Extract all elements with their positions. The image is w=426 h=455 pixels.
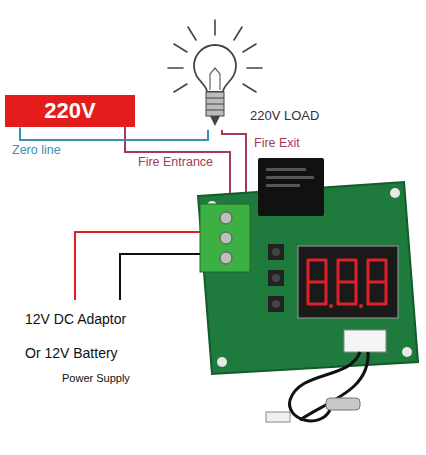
- power-note: 12V DC Adaptor: [25, 311, 126, 327]
- load-bulb: 220V LOAD: [188, 30, 242, 130]
- bulb-base: [206, 92, 224, 116]
- voltage-label: 220V: [44, 98, 95, 124]
- sensor-connector: [344, 330, 386, 352]
- push-buttons: [268, 244, 284, 312]
- power-note: Or 12V Battery: [25, 345, 118, 361]
- base-contact: [210, 116, 220, 126]
- wire-label: Zero line: [12, 143, 61, 157]
- fire-entrance-wire: [125, 125, 230, 206]
- seven-segment-digits: [308, 260, 386, 304]
- filament: [210, 68, 220, 90]
- negative-wire: [120, 254, 200, 300]
- terminal-block: [200, 204, 250, 272]
- sensor-cable: [290, 352, 360, 421]
- decimal-points: [329, 304, 363, 308]
- relay-marking: [266, 168, 314, 187]
- light-rays: [168, 20, 262, 92]
- base-thread: [206, 98, 224, 110]
- zero-line-wire: [20, 127, 208, 140]
- wire-label: Fire Entrance: [138, 155, 213, 169]
- cable-clip: [266, 412, 290, 422]
- sensor-cable: [300, 352, 368, 420]
- sensor-probe: [326, 398, 360, 410]
- positive-wire: [75, 232, 200, 300]
- bulb-outline: [188, 30, 242, 130]
- voltage-source-box: 220V: [5, 95, 135, 127]
- led-display: [298, 246, 398, 318]
- relay: [258, 158, 324, 216]
- wire-label: Fire Exit: [254, 136, 300, 150]
- terminal-screws: [220, 212, 232, 264]
- load-label: 220V LOAD: [250, 108, 304, 124]
- bulb-glass: [194, 45, 236, 92]
- power-note: Power Supply: [62, 372, 130, 384]
